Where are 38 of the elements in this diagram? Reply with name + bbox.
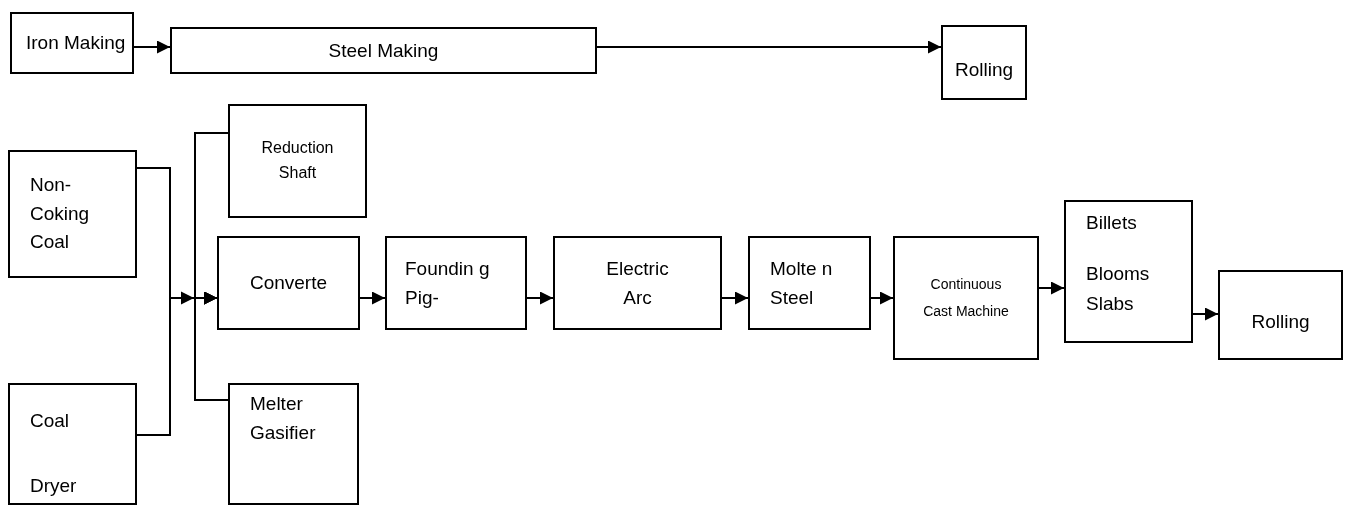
box-label: Continuous Cast Machine — [922, 275, 1010, 321]
box-label: Coal Dryer — [30, 409, 78, 498]
box-label: Melter Gasifier — [250, 392, 317, 446]
process-box — [217, 236, 360, 330]
process-box — [385, 236, 527, 330]
box-label: Foundin g Pig- — [405, 256, 491, 310]
arrow — [359, 291, 386, 305]
process-box — [893, 236, 1039, 360]
arrow — [1192, 307, 1219, 321]
box-label: Non-Coking Coal — [30, 173, 91, 255]
process-box — [1064, 200, 1193, 343]
box-label: Steel Making — [328, 38, 439, 63]
process-box — [1218, 270, 1343, 360]
arrow — [870, 291, 894, 305]
box-label: Reduction Shaft — [260, 138, 335, 183]
box-label: Billets — [1086, 211, 1137, 235]
arrow — [526, 291, 554, 305]
arrow — [721, 291, 749, 305]
box-label: Converte — [249, 271, 328, 296]
process-box — [170, 27, 597, 74]
box-label: Blooms Slabs — [1086, 262, 1151, 316]
box-label: Electric Arc — [605, 256, 670, 310]
process-box — [553, 236, 722, 330]
arrow — [133, 40, 171, 54]
box-label: Rolling — [1251, 310, 1310, 335]
arrow — [1038, 281, 1065, 295]
process-box — [748, 236, 871, 330]
box-label: Molte n Steel — [770, 256, 834, 310]
process-box — [8, 383, 137, 505]
process-box — [228, 104, 367, 218]
process-box — [8, 150, 137, 278]
box-label: Iron Making — [26, 31, 126, 56]
process-box — [941, 25, 1027, 100]
box-label: Rolling — [954, 57, 1014, 82]
arrow — [596, 40, 942, 54]
process-box — [10, 12, 134, 74]
arrow — [194, 291, 229, 401]
process-box — [228, 383, 359, 505]
